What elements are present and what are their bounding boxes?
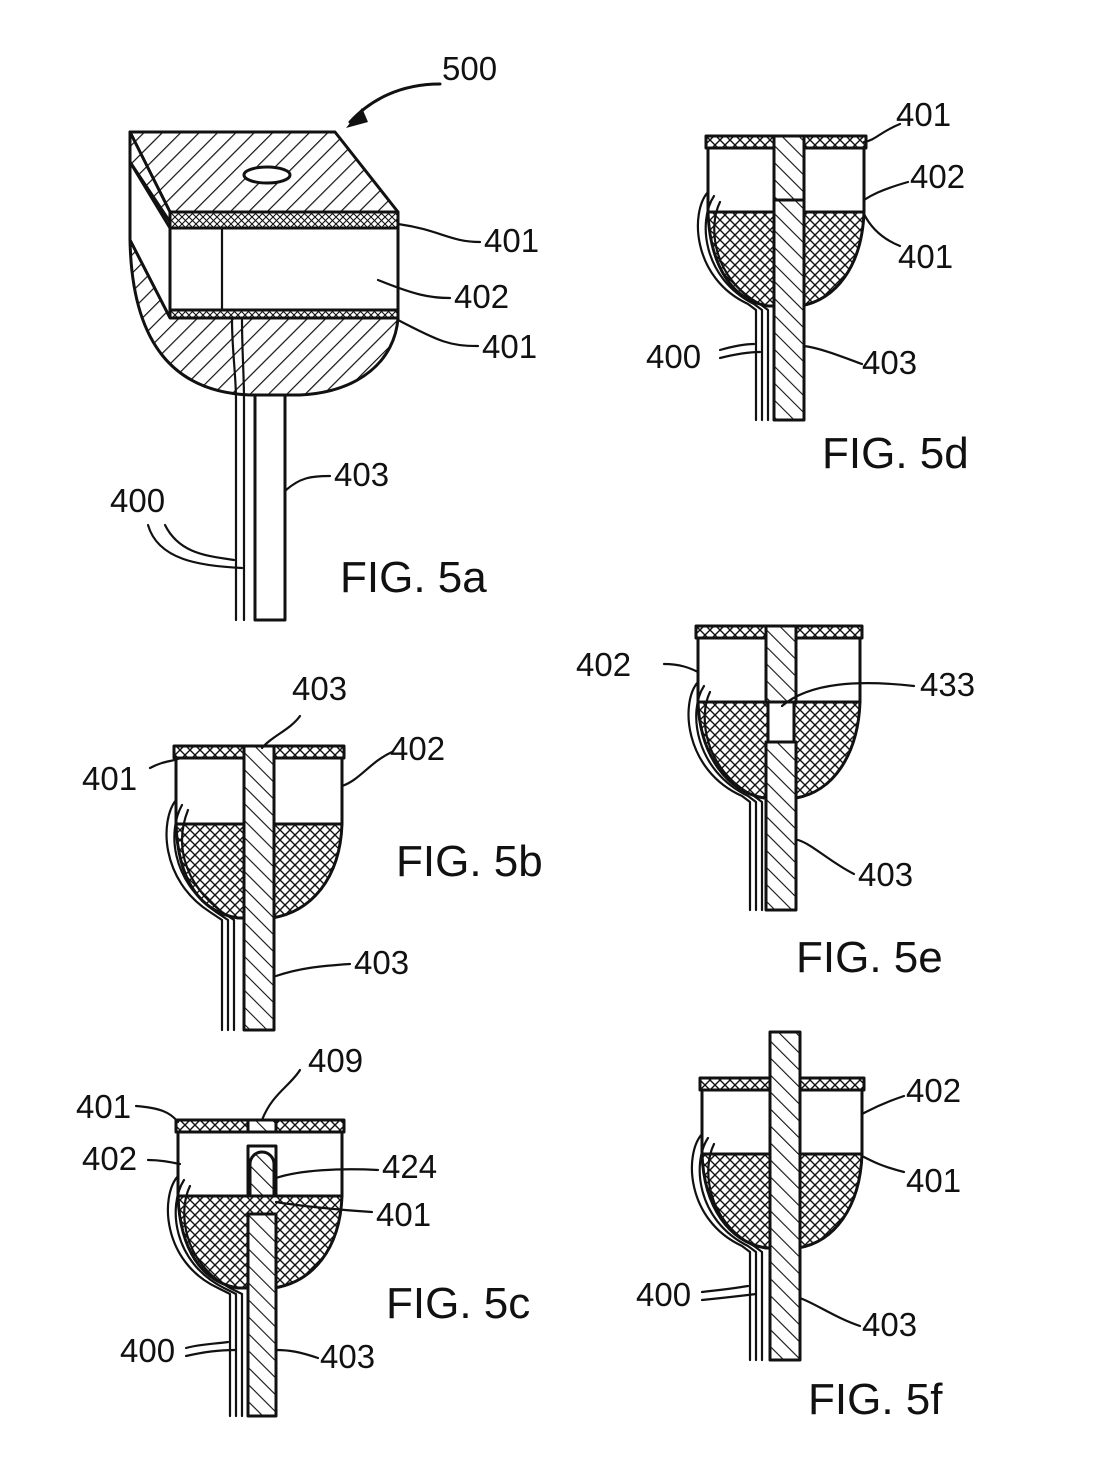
ref-403: 403 xyxy=(858,856,913,893)
caption-fig-5c: FIG. 5c xyxy=(386,1279,530,1328)
ref-402: 402 xyxy=(910,158,965,195)
figure-5e: 402 433 403 FIG. 5e xyxy=(576,626,975,982)
ref-401-lower: 401 xyxy=(376,1196,431,1233)
ref-403: 403 xyxy=(862,1306,917,1343)
ref-402: 402 xyxy=(454,278,509,315)
rod-lower-5e xyxy=(766,742,796,910)
ref-401-lower: 401 xyxy=(898,238,953,275)
figure-5d: 401 402 401 400 403 FIG. 5d xyxy=(646,96,969,478)
ref-424: 424 xyxy=(382,1148,437,1185)
figure-5c: 409 401 402 424 401 400 403 FIG. 5c xyxy=(76,1042,530,1416)
rod-5a xyxy=(255,395,285,620)
caption-fig-5f: FIG. 5f xyxy=(808,1375,943,1424)
gap-433 xyxy=(768,702,794,742)
rod-5d xyxy=(774,136,804,420)
ref-403: 403 xyxy=(862,344,917,381)
ref-403: 403 xyxy=(320,1338,375,1375)
figure-5a: 500 401 402 401 403 400 FIG. 5a xyxy=(110,50,539,620)
top-thin-layer xyxy=(170,212,398,228)
caption-fig-5e: FIG. 5e xyxy=(796,933,943,982)
ref-403-top: 403 xyxy=(292,670,347,707)
ref-401: 401 xyxy=(76,1088,131,1125)
rod-upper-5e xyxy=(766,626,796,702)
ref-402: 402 xyxy=(576,646,631,683)
block-front xyxy=(170,228,398,318)
figure-5b: 403 401 402 403 FIG. 5b xyxy=(82,670,543,1030)
ref-401-lower: 401 xyxy=(906,1162,961,1199)
ref-403-bottom: 403 xyxy=(354,944,409,981)
ref-402: 402 xyxy=(906,1072,961,1109)
ref-401-top: 401 xyxy=(484,222,539,259)
top-hole xyxy=(244,167,290,183)
ref-402: 402 xyxy=(390,730,445,767)
ref-400: 400 xyxy=(636,1276,691,1313)
caption-fig-5d: FIG. 5d xyxy=(822,429,969,478)
ref-401-top: 401 xyxy=(896,96,951,133)
ref-402: 402 xyxy=(82,1140,137,1177)
ref-400: 400 xyxy=(110,482,165,519)
ref-400: 400 xyxy=(120,1332,175,1369)
figure-5f: 402 401 400 403 FIG. 5f xyxy=(636,1032,961,1424)
ref-500: 500 xyxy=(442,50,497,87)
ref-409: 409 xyxy=(308,1042,363,1079)
ref-401-bottom: 401 xyxy=(482,328,537,365)
ref-433: 433 xyxy=(920,666,975,703)
ref-401: 401 xyxy=(82,760,137,797)
ref-400: 400 xyxy=(646,338,701,375)
rod-5c xyxy=(248,1214,276,1416)
rod-5b xyxy=(244,746,274,1030)
ref-403: 403 xyxy=(334,456,389,493)
caption-fig-5b: FIG. 5b xyxy=(396,837,543,886)
rod-5f xyxy=(770,1032,800,1360)
caption-fig-5a: FIG. 5a xyxy=(340,553,487,602)
